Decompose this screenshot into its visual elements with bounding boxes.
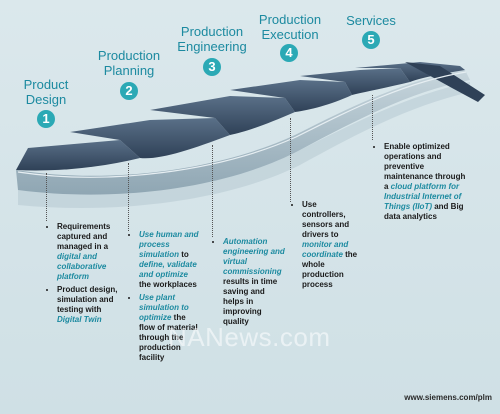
- highlight-text: define, validate and optimize: [139, 260, 197, 279]
- bullet-list: Use human and process simulation to defi…: [130, 230, 202, 363]
- watermark-text: NANews.com: [168, 322, 331, 352]
- wing-panel-3: [150, 96, 295, 135]
- highlight-text: Digital Twin: [57, 315, 102, 324]
- stage-4-description: Use controllers, sensors and drivers to …: [293, 200, 359, 293]
- highlight-text: Automation engineering and virtual commi…: [223, 237, 285, 276]
- stage-title-product-design: Product Design: [23, 77, 69, 107]
- wing-panel-5: [300, 68, 410, 95]
- stage-badge-5: 5: [362, 31, 380, 49]
- stage-badge-2: 2: [120, 82, 138, 100]
- connector-line-4: [290, 118, 291, 202]
- bullet-item: Enable optimized operations and preventi…: [384, 142, 467, 222]
- stage-title-production-engineering: Production Engineering: [177, 24, 247, 54]
- bullet-item: Automation engineering and virtual commi…: [223, 237, 286, 327]
- bullet-item: Requirements captured and managed in a d…: [57, 222, 120, 282]
- stage-2-description: Use human and process simulation to defi…: [130, 230, 202, 366]
- wing-highlight: [17, 71, 467, 178]
- connector-line-2: [128, 163, 129, 231]
- stage-title-production-execution: Production Execution: [258, 12, 322, 42]
- bullet-text: the workplaces: [139, 280, 197, 289]
- connector-line-5: [372, 95, 373, 140]
- bullet-text: the flow of material through the product…: [139, 313, 198, 362]
- wing-underside: [16, 70, 470, 195]
- wing-panel-4: [230, 80, 352, 112]
- highlight-text: Use plant simulation to optimize: [139, 293, 189, 322]
- bullet-text: Product design, simulation and testing w…: [57, 285, 118, 314]
- stage-title-production-planning: Production Planning: [97, 48, 161, 78]
- bullet-text: Requirements captured and managed in a: [57, 222, 111, 251]
- stage-1-description: Requirements captured and managed in a d…: [48, 222, 120, 328]
- connector-line-1: [46, 173, 47, 221]
- stage-badge-1: 1: [37, 110, 55, 128]
- highlight-text: monitor and coordinate: [302, 240, 349, 259]
- highlight-text: Use human and process simulation: [139, 230, 199, 259]
- source-url: www.siemens.com/plm: [404, 393, 492, 402]
- bullet-text: Use controllers, sensors and drivers to: [302, 200, 350, 239]
- bullet-text: Enable optimized operations and preventi…: [384, 142, 466, 191]
- bullet-list: Automation engineering and virtual commi…: [214, 237, 286, 327]
- bullet-text: results in time saving and helps in impr…: [223, 277, 278, 326]
- wing-panel-1: [16, 140, 140, 171]
- highlight-text: digital and collaborative platform: [57, 252, 107, 281]
- bullet-text: to: [179, 250, 189, 259]
- bullet-item: Use human and process simulation to defi…: [139, 230, 202, 290]
- bullet-item: Product design, simulation and testing w…: [57, 285, 120, 325]
- stage-5-description: Enable optimized operations and preventi…: [375, 142, 467, 225]
- bullet-list: Enable optimized operations and preventi…: [375, 142, 467, 222]
- stage-badge-3: 3: [203, 58, 221, 76]
- stage-badge-4: 4: [280, 44, 298, 62]
- connector-line-3: [212, 145, 213, 237]
- wing-tip: [405, 62, 485, 102]
- bullet-text: the whole production process: [302, 250, 358, 289]
- wing-shadow: [18, 82, 470, 209]
- wing-panel-2: [70, 118, 230, 159]
- bullet-list: Use controllers, sensors and drivers to …: [293, 200, 359, 290]
- highlight-text: cloud platform for Industrial Internet o…: [384, 182, 462, 211]
- bullet-text: and Big data analytics: [384, 202, 464, 221]
- stage-title-services: Services: [346, 13, 396, 28]
- bullet-list: Requirements captured and managed in a d…: [48, 222, 120, 325]
- stage-3-description: Automation engineering and virtual commi…: [214, 237, 286, 330]
- bullet-item: Use plant simulation to optimize the flo…: [139, 293, 202, 363]
- bullet-item: Use controllers, sensors and drivers to …: [302, 200, 359, 290]
